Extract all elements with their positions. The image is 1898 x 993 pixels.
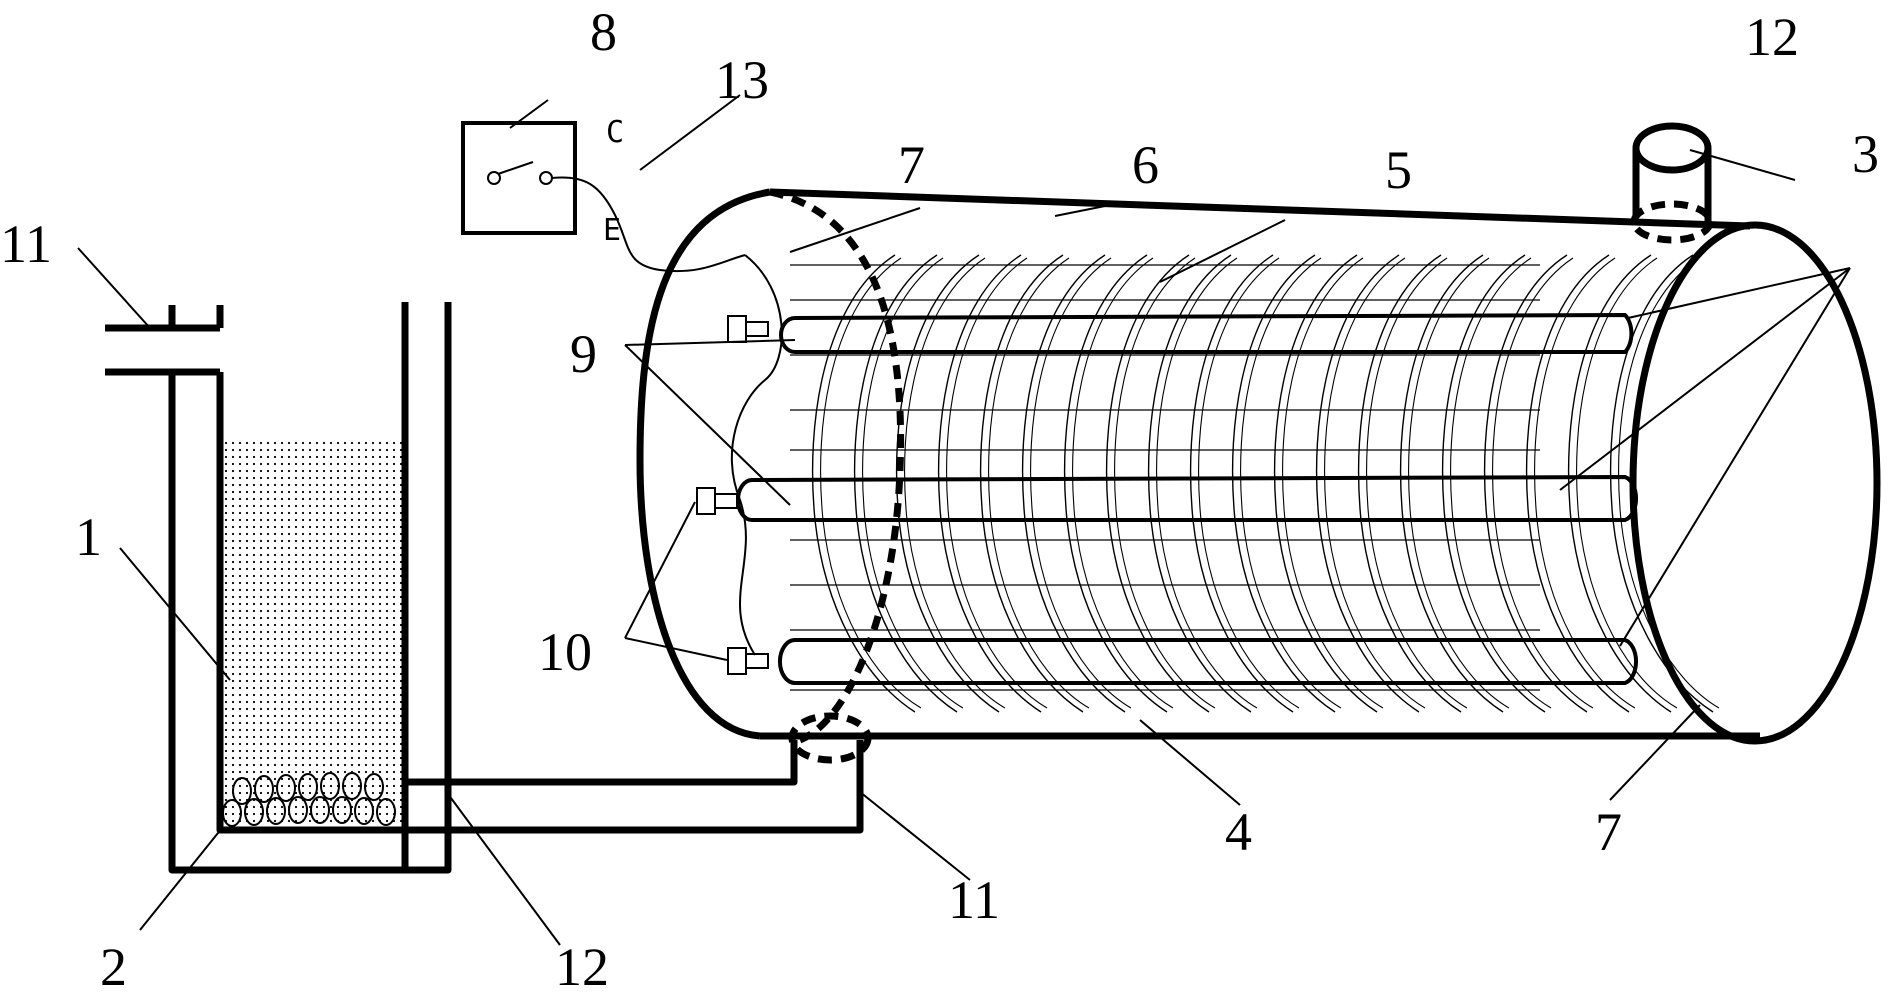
mesh-strand [904,257,1006,709]
mesh-strand [1534,257,1636,709]
mesh-strand [853,254,958,713]
mesh-strand [895,254,1000,713]
label-13: 13 [715,50,769,110]
mesh-strand [979,254,1084,713]
mesh-strand [1324,257,1426,709]
mesh-strand [1063,254,1168,713]
label-9: 9 [570,324,597,384]
mesh-strand [1315,254,1420,713]
mesh-strand [1618,257,1720,709]
label-1: 1 [75,507,102,567]
mesh-strand [1492,257,1594,709]
right-end-cap [1629,221,1881,745]
label-8: 8 [590,2,617,62]
bottom-inlet [788,712,872,764]
mesh-strand [1357,254,1462,713]
reactor-vessel [636,122,1881,764]
mesh-strand [1366,257,1468,709]
label-3: 3 [1852,124,1879,184]
electrode-rods [736,312,1639,685]
mesh-strand [1609,254,1714,713]
electrode-connectors [696,254,783,675]
label-4: 4 [1225,802,1252,862]
liquid-tank [105,302,864,874]
mesh-strand [1525,254,1630,713]
label-terminal-c: C [606,115,624,150]
label-7-top: 7 [898,135,925,195]
mesh-strand [862,257,964,709]
label-7-right: 7 [1595,802,1622,862]
mesh-strand [1114,257,1216,709]
mesh-strand [1282,257,1384,709]
liquid-fill [222,440,402,825]
mesh-coil [790,254,1720,713]
mesh-strand [1105,254,1210,713]
label-12-top: 12 [1745,7,1799,67]
mesh-strand [937,254,1042,713]
left-cap-hidden-edge [769,188,905,744]
mesh-strand [1189,254,1294,713]
mesh-strand [1021,254,1126,713]
leader-lines [77,94,1851,946]
label-terminal-e: E [603,213,621,248]
label-10: 10 [538,622,592,682]
mesh-strand [1147,254,1252,713]
label-2: 2 [100,937,127,993]
mesh-strand [1408,257,1510,709]
mesh-strand [1240,257,1342,709]
tank-outer-wall [168,302,452,874]
mesh-strand [1156,257,1258,709]
label-11-left: 11 [0,214,52,274]
label-6: 6 [1132,135,1159,195]
label-5: 5 [1385,140,1412,200]
mesh-strand [988,257,1090,709]
mesh-strand [1399,254,1504,713]
mesh-strand [1030,257,1132,709]
label-12-bottom: 12 [555,937,609,993]
left-end-cap [636,188,771,740]
mesh-strand [1441,254,1546,713]
mesh-strand [1198,257,1300,709]
mesh-strand [811,254,916,713]
mesh-strand [1483,254,1588,713]
outlet-pipe-lower [405,740,864,834]
label-11-bottom: 11 [948,870,1000,930]
mesh-strand [1567,254,1672,713]
pellet-layer [222,772,396,827]
top-pipe-mouth [1632,122,1712,174]
mesh-strand [1576,257,1678,709]
vessel-top-edge [769,188,1751,230]
mesh-strand [946,257,1048,709]
mesh-strand [820,257,922,709]
mesh-strand [1450,257,1552,709]
tank-inner-wall [216,302,409,834]
switch-box [461,121,746,273]
mesh-strand [1231,254,1336,713]
mesh-strand [1273,254,1378,713]
outlet-pipe-upper [405,740,798,786]
mesh-strand [1072,257,1174,709]
